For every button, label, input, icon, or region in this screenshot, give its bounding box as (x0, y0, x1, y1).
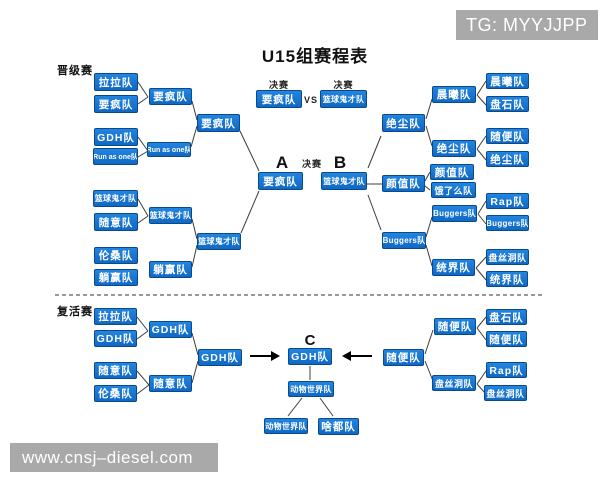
team-box: 要疯队 (258, 172, 303, 190)
team-box: 动物世界队 (288, 381, 334, 397)
team-box: Buggers队 (382, 232, 426, 249)
slot-b-letter: B (333, 153, 347, 172)
slot-c-letter: C (304, 332, 316, 349)
team-box: 伦桑队 (94, 247, 138, 264)
final-label-right: 决赛 (333, 80, 354, 90)
team-box: 颜值队 (382, 175, 425, 192)
section-label-promotion: 晋级赛 (57, 65, 93, 77)
team-box: Run as one队 (147, 142, 191, 157)
team-box: 饿了么队 (431, 182, 476, 198)
team-box: 盘丝洞队 (484, 385, 527, 401)
team-box: Buggers队 (486, 215, 529, 231)
team-box: GDH队 (198, 349, 242, 366)
team-box: 要疯队 (94, 95, 138, 113)
team-box: 篮球鬼才队 (320, 90, 367, 108)
team-box: 要疯队 (149, 88, 192, 105)
team-box: Run as one队 (93, 148, 138, 165)
team-box: 要疯队 (197, 114, 240, 132)
team-box: 随便队 (434, 318, 476, 335)
team-box: GDH队 (288, 348, 332, 365)
team-box: 盘丝洞队 (432, 375, 476, 391)
team-box: 颜值队 (430, 164, 474, 180)
team-box: GDH队 (94, 128, 138, 146)
slot-a-letter: A (275, 153, 289, 172)
team-box: 盘石队 (486, 96, 529, 112)
team-box: 篮球鬼才队 (321, 172, 367, 190)
team-box: 随意队 (94, 213, 138, 231)
team-box: 拉拉队 (94, 308, 137, 325)
team-box: 随便队 (383, 349, 424, 366)
team-box: GDH队 (149, 321, 192, 338)
watermark-top-right: TG: MYYJJPP (456, 10, 598, 40)
team-box: 随意队 (149, 375, 192, 392)
team-box: 拉拉队 (94, 73, 138, 91)
team-box: 盘丝洞队 (486, 249, 529, 265)
team-box: Rap队 (486, 193, 529, 209)
team-box: 随便队 (486, 331, 527, 347)
team-box: 躺赢队 (149, 261, 192, 278)
team-box: 绝尘队 (486, 151, 529, 167)
team-box: 篮球鬼才队 (93, 190, 138, 207)
team-box: 要疯队 (256, 90, 302, 108)
team-box: 伦桑队 (94, 385, 137, 402)
team-box: 啥都队 (318, 418, 359, 435)
team-box: Rap队 (486, 362, 527, 378)
team-box: 随意队 (94, 362, 137, 379)
section-label-revival: 复活赛 (57, 306, 93, 318)
team-box: 晨曦队 (486, 73, 529, 89)
vs-label: VS (303, 95, 318, 105)
watermark-bottom-left: www.cnsj–diesel.com (10, 443, 218, 472)
team-box: 绝尘队 (382, 114, 425, 132)
team-box: 篮球鬼才队 (149, 207, 192, 224)
team-box: GDH队 (94, 330, 137, 347)
final-label-left: 决赛 (268, 80, 289, 90)
team-box: 篮球鬼才队 (197, 233, 241, 250)
team-box: 盘石队 (486, 309, 527, 325)
final-small-label: 决赛 (301, 159, 322, 169)
team-box: 晨曦队 (432, 86, 476, 103)
team-box: 统界队 (432, 259, 475, 276)
team-box: Buggers队 (432, 205, 477, 222)
team-box: 绝尘队 (432, 140, 476, 157)
team-box: 躺赢队 (94, 269, 138, 286)
team-box: 统界队 (486, 271, 528, 287)
page-title: U15组赛程表 (261, 47, 369, 66)
team-box: 随便队 (486, 128, 529, 144)
team-box: 动物世界队 (264, 418, 308, 434)
